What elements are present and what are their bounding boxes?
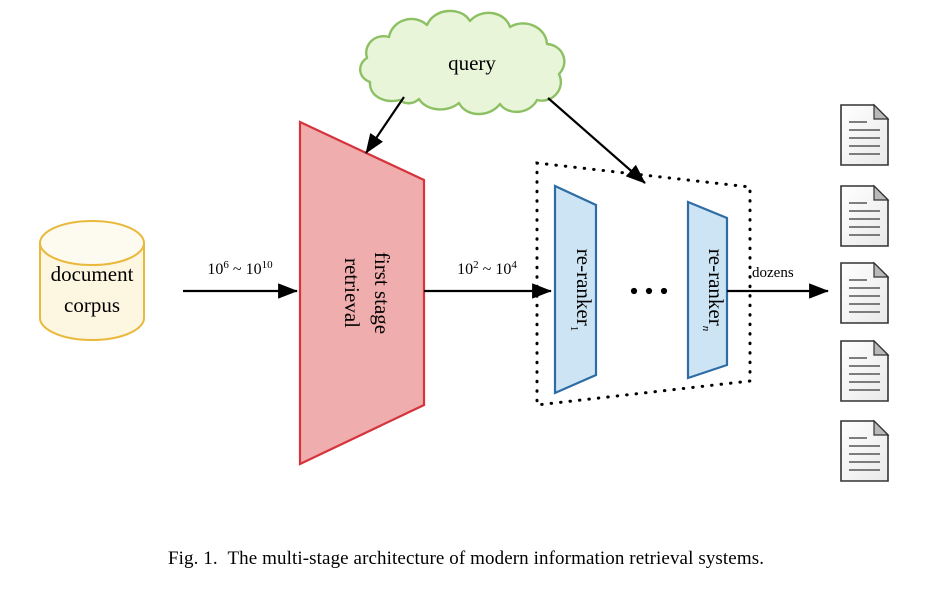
- figure-number: Fig. 1.: [167, 548, 218, 569]
- ellipsis-icon: [630, 287, 668, 295]
- first-stage-label-line2: retrieval: [340, 258, 364, 328]
- edge-label-corpus-to-first-stage: 106 ~ 1010: [207, 259, 273, 278]
- node-reranker-group: [535, 161, 752, 407]
- document-rules: [849, 121, 880, 155]
- reranker-n-shape: [686, 200, 729, 380]
- figure-caption-text: The multi-stage architecture of modern i…: [227, 548, 765, 569]
- first-stage-label-line1: first stage: [370, 252, 394, 334]
- edge-corpus-to-first-stage: 106 ~ 1010: [183, 259, 298, 299]
- edge-query-to-rerankers: [547, 97, 646, 184]
- document-page: [840, 185, 889, 247]
- document-page: [840, 420, 889, 482]
- corpus-label-line2: corpus: [64, 293, 120, 317]
- first-stage-shape: [298, 120, 426, 466]
- node-reranker-n[interactable]: re-rankern: [686, 200, 729, 380]
- cylinder-body: [39, 242, 145, 341]
- edge-first-stage-to-rerankers: 102 ~ 104: [424, 259, 552, 299]
- corpus-label-line1: document: [51, 262, 134, 286]
- document-rules: [849, 357, 880, 391]
- document-page: [840, 340, 889, 402]
- document-fold: [873, 339, 890, 356]
- edge-label-dozens: dozens: [752, 265, 794, 281]
- figure-caption: Fig. 1. The multi-stage architecture of …: [0, 548, 932, 570]
- document-page: [840, 104, 889, 166]
- reranker-1-label: re-ranker1: [568, 249, 596, 331]
- document-icon[interactable]: [840, 419, 890, 482]
- result-documents-column: [840, 103, 890, 482]
- document-icon[interactable]: [840, 261, 890, 324]
- edge-query-to-first-stage: [365, 96, 405, 154]
- node-first-stage-retrieval[interactable]: first stage retrieval: [298, 120, 426, 466]
- ellipsis-dot: [630, 287, 638, 295]
- document-fold: [873, 103, 890, 120]
- edge-line: [547, 97, 646, 184]
- node-reranker-1[interactable]: re-ranker1: [553, 184, 598, 395]
- cloud-shape: [359, 9, 566, 116]
- node-document-corpus[interactable]: document corpus: [39, 220, 145, 341]
- document-icon[interactable]: [840, 339, 890, 402]
- document-page: [840, 262, 889, 324]
- cylinder-top: [39, 220, 145, 266]
- edge-label-first-stage-to-rerankers: 102 ~ 104: [457, 259, 517, 278]
- document-rules: [849, 202, 880, 236]
- reranker-1-shape: [553, 184, 598, 395]
- query-label: query: [448, 51, 496, 75]
- document-fold: [873, 419, 890, 436]
- node-query[interactable]: query: [359, 9, 566, 116]
- ellipsis-dot: [645, 287, 653, 295]
- document-fold: [873, 261, 890, 278]
- ellipsis-dot: [660, 287, 668, 295]
- reranker-group-outline: [535, 161, 752, 407]
- document-icon[interactable]: [840, 103, 890, 166]
- document-rules: [849, 279, 880, 313]
- edge-line: [365, 96, 405, 154]
- reranker-n-label: re-rankern: [700, 249, 728, 332]
- document-icon[interactable]: [840, 184, 890, 247]
- document-rules: [849, 437, 880, 471]
- document-fold: [873, 184, 890, 201]
- edge-rerankers-to-results: dozens: [727, 265, 829, 299]
